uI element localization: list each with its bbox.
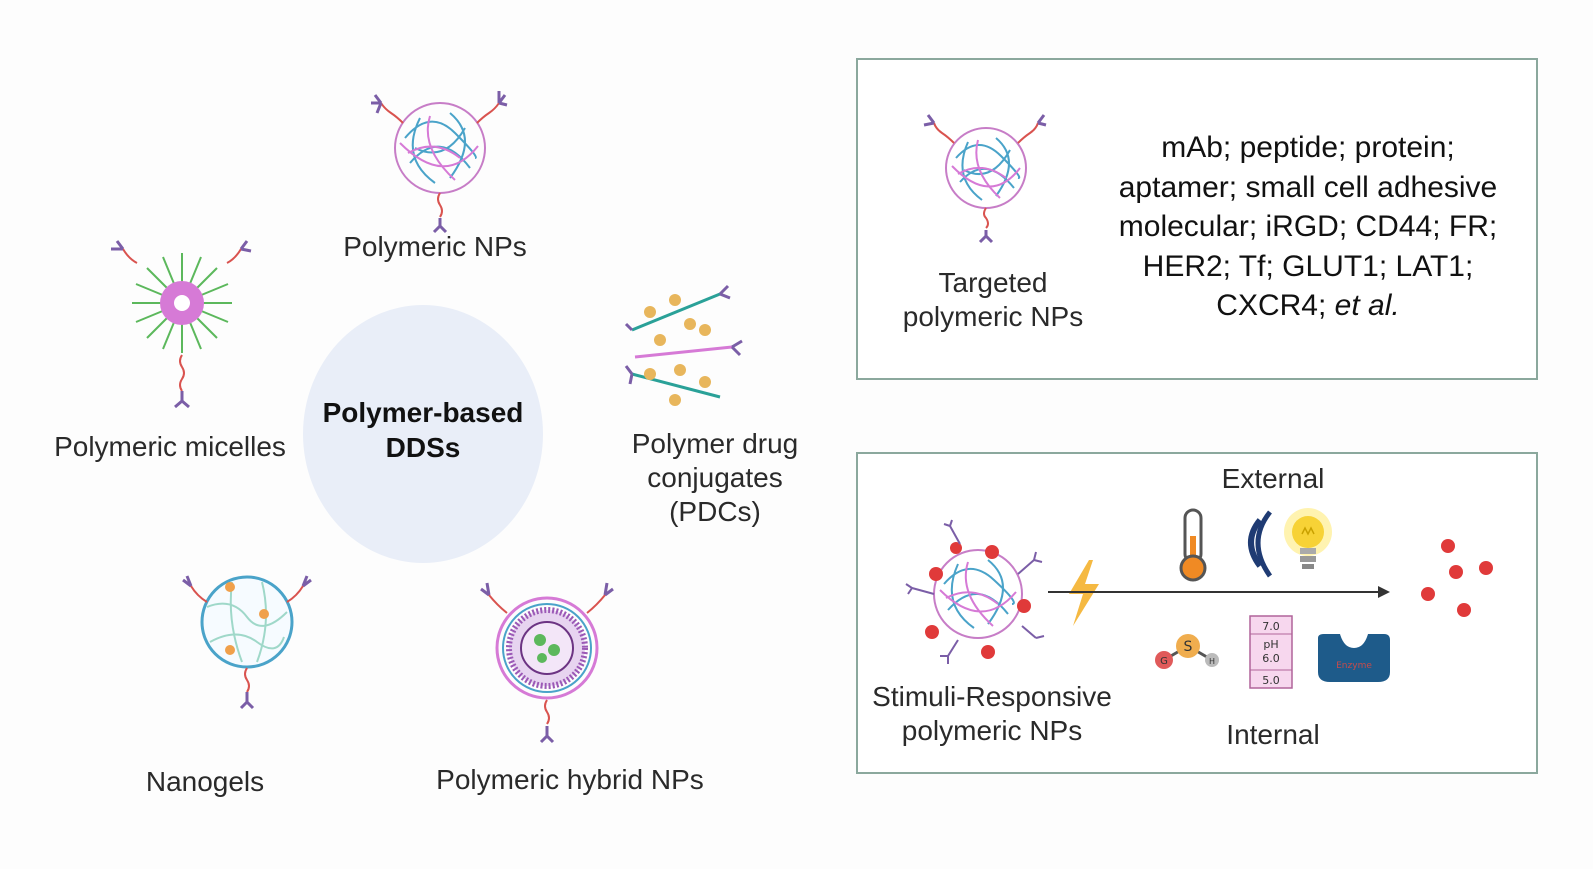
label-pdc-line1: Polymer drug <box>631 428 799 459</box>
stimuli-panel: Stimuli-Responsive polymeric NPs Externa… <box>856 452 1538 774</box>
ph-value-1: 7.0 <box>1262 620 1280 633</box>
label-pdc: Polymer drug conjugates (PDCs) <box>610 427 820 529</box>
center-title: Polymer-based DDSs <box>303 395 543 465</box>
targeted-panel: Targeted polymeric NPs mAb; peptide; pro… <box>856 58 1538 380</box>
center-title-line2: DDSs <box>385 432 461 463</box>
label-pdc-line2: conjugates <box>647 462 783 494</box>
label-pdc-line3: (PDCs) <box>669 496 761 528</box>
ph-title: pH <box>1263 638 1278 651</box>
light-bulb-icon <box>1284 508 1332 569</box>
center-circle <box>303 305 543 563</box>
polymeric-micelles-icon <box>111 240 252 409</box>
stimuli-label-line2: polymeric NPs <box>901 715 1083 747</box>
label-polymeric-micelles: Polymeric micelles <box>54 431 286 462</box>
ph-value-3: 5.0 <box>1262 674 1280 687</box>
polymer-drug-conjugates-icon <box>624 284 743 406</box>
released-drug-dots <box>1421 539 1493 617</box>
polymeric-nps-icon <box>371 91 508 234</box>
targeted-label-line2: polymeric NPs <box>902 301 1084 333</box>
ligand-line5-italic: et al. <box>1334 289 1400 323</box>
ligand-line5-prefix: CXCR4; <box>1216 289 1335 323</box>
glutathione-gsh-icon: G S H <box>1155 634 1219 669</box>
thermometer-icon <box>1179 508 1207 582</box>
stimuli-nps-icon <box>905 519 1045 664</box>
ultrasound-wave-icon <box>1248 510 1273 578</box>
ph-scale-icon: 7.0 pH 6.0 5.0 <box>1249 615 1293 689</box>
label-polymeric-nps: Polymeric NPs <box>343 231 527 262</box>
label-polymeric-hybrid-nps: Polymeric hybrid NPs <box>436 764 704 795</box>
release-arrow <box>1048 586 1390 598</box>
targeted-label-line1: Targeted <box>938 267 1048 298</box>
external-label: External <box>1221 463 1325 494</box>
center-title-line1: Polymer-based <box>322 397 524 428</box>
polymeric-hybrid-nps-icon <box>480 582 614 744</box>
ligand-line4: HER2; Tf; GLUT1; LAT1; <box>1142 249 1474 283</box>
stimuli-label-line1: Stimuli-Responsive <box>872 681 1112 712</box>
gsh-h: H <box>1209 657 1215 666</box>
stimuli-label: Stimuli-Responsive polymeric NPs <box>862 680 1122 748</box>
ligand-line5: CXCR4; et al. <box>1098 286 1518 326</box>
gsh-g: G <box>1160 656 1168 667</box>
ph-value-2: 6.0 <box>1262 652 1280 665</box>
ligand-line1: mAb; peptide; protein; <box>1161 131 1455 164</box>
nanogels-icon <box>182 575 312 710</box>
enzyme-icon: Enzyme <box>1318 634 1390 682</box>
ligand-line2: aptamer; small cell adhesive <box>1118 170 1498 204</box>
internal-label: Internal <box>1226 719 1320 750</box>
targeted-label: Targeted polymeric NPs <box>878 266 1108 334</box>
ligand-line3: molecular; iRGD; CD44; FR; <box>1118 210 1498 244</box>
label-nanogels: Nanogels <box>145 766 265 797</box>
targeted-nps-icon <box>923 114 1047 244</box>
svg-text:Enzyme: Enzyme <box>1336 661 1372 671</box>
ligand-list: mAb; peptide; protein; aptamer; small ce… <box>1098 128 1518 326</box>
gsh-s: S <box>1184 639 1193 655</box>
